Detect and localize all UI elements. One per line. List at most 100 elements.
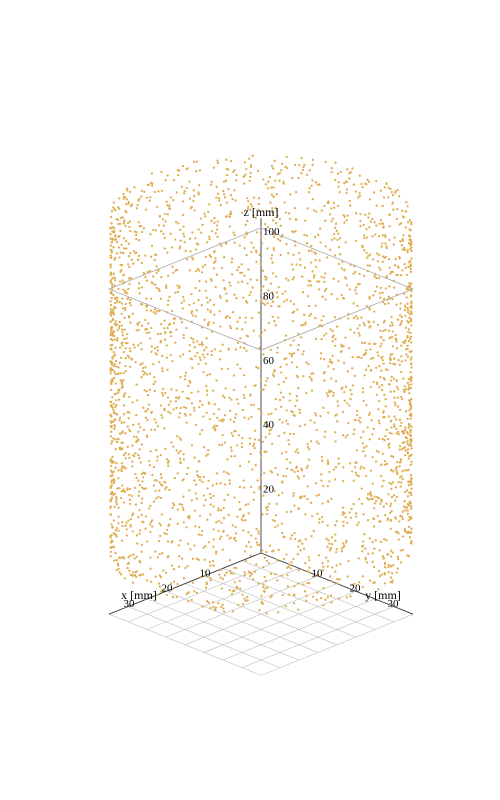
data-point (395, 495, 399, 499)
data-point (381, 437, 384, 441)
data-point (398, 465, 401, 468)
data-point (179, 355, 182, 358)
data-point (384, 513, 387, 517)
data-point (294, 190, 298, 194)
data-point (361, 387, 365, 390)
data-point (389, 502, 393, 505)
data-point (332, 391, 335, 395)
data-point (221, 603, 224, 606)
data-point (200, 576, 203, 579)
data-point (336, 297, 339, 301)
data-point (166, 368, 169, 371)
data-point (206, 308, 209, 311)
z-tick-label: 80 (263, 290, 275, 302)
data-point (135, 575, 138, 579)
data-point (385, 428, 388, 432)
data-point (169, 353, 172, 357)
data-point (119, 270, 122, 273)
data-point (331, 329, 334, 333)
data-point (111, 540, 114, 543)
data-point (243, 416, 246, 419)
data-point (217, 529, 220, 533)
data-point (214, 260, 217, 263)
data-point (258, 346, 261, 350)
data-point (234, 532, 238, 535)
data-point (154, 380, 157, 383)
data-point (141, 362, 144, 365)
data-point (121, 385, 124, 388)
data-point (263, 275, 267, 278)
data-point (398, 363, 401, 367)
data-point (348, 404, 351, 407)
data-point (266, 508, 269, 512)
data-point (392, 286, 396, 289)
data-point (232, 388, 236, 392)
data-point (280, 574, 283, 577)
data-point (127, 519, 130, 522)
data-point (112, 437, 115, 440)
data-point (283, 431, 286, 434)
data-point (115, 365, 118, 368)
data-point (285, 356, 288, 360)
data-point (392, 208, 395, 211)
data-point (262, 583, 265, 586)
data-point (272, 233, 276, 236)
data-point (127, 202, 130, 205)
data-point (260, 388, 263, 392)
data-point (129, 230, 132, 233)
data-point (270, 165, 274, 168)
data-point (410, 290, 413, 293)
data-point (215, 472, 219, 475)
data-point (320, 275, 323, 279)
data-point (193, 479, 196, 482)
data-point (238, 508, 241, 511)
data-point (227, 513, 230, 517)
data-point (271, 300, 274, 303)
data-point (368, 411, 371, 415)
data-point (239, 367, 242, 370)
data-point (217, 519, 220, 523)
data-point (111, 277, 114, 280)
data-point (407, 330, 410, 334)
data-point (295, 466, 298, 469)
data-point (273, 159, 276, 162)
data-point (223, 414, 227, 417)
data-point (337, 457, 340, 460)
data-point (306, 464, 309, 468)
data-point (273, 489, 276, 492)
data-point (109, 360, 113, 363)
data-point (115, 461, 118, 465)
data-point (190, 357, 194, 361)
data-point (407, 242, 411, 245)
data-point (179, 438, 183, 441)
data-point (194, 248, 198, 251)
data-point (278, 179, 281, 182)
data-point (198, 343, 201, 346)
data-point (256, 543, 259, 547)
data-point (407, 525, 411, 529)
data-point (364, 547, 367, 550)
data-point (398, 520, 401, 523)
data-point (163, 236, 167, 239)
data-point (407, 377, 411, 381)
data-point (361, 185, 364, 189)
data-point (326, 459, 330, 462)
data-point (380, 474, 383, 478)
data-point (142, 476, 145, 479)
data-point (198, 399, 202, 403)
data-point (182, 299, 186, 302)
data-point (114, 359, 118, 363)
data-point (157, 287, 160, 291)
data-point (409, 474, 413, 477)
data-point (283, 201, 286, 204)
data-point (242, 486, 246, 489)
data-point (248, 437, 252, 440)
data-point (303, 495, 306, 498)
data-point (137, 239, 141, 242)
data-point (282, 180, 285, 183)
data-point (263, 421, 267, 424)
data-point (383, 256, 386, 259)
data-point (356, 327, 359, 330)
data-point (362, 449, 365, 453)
data-point (135, 207, 138, 210)
